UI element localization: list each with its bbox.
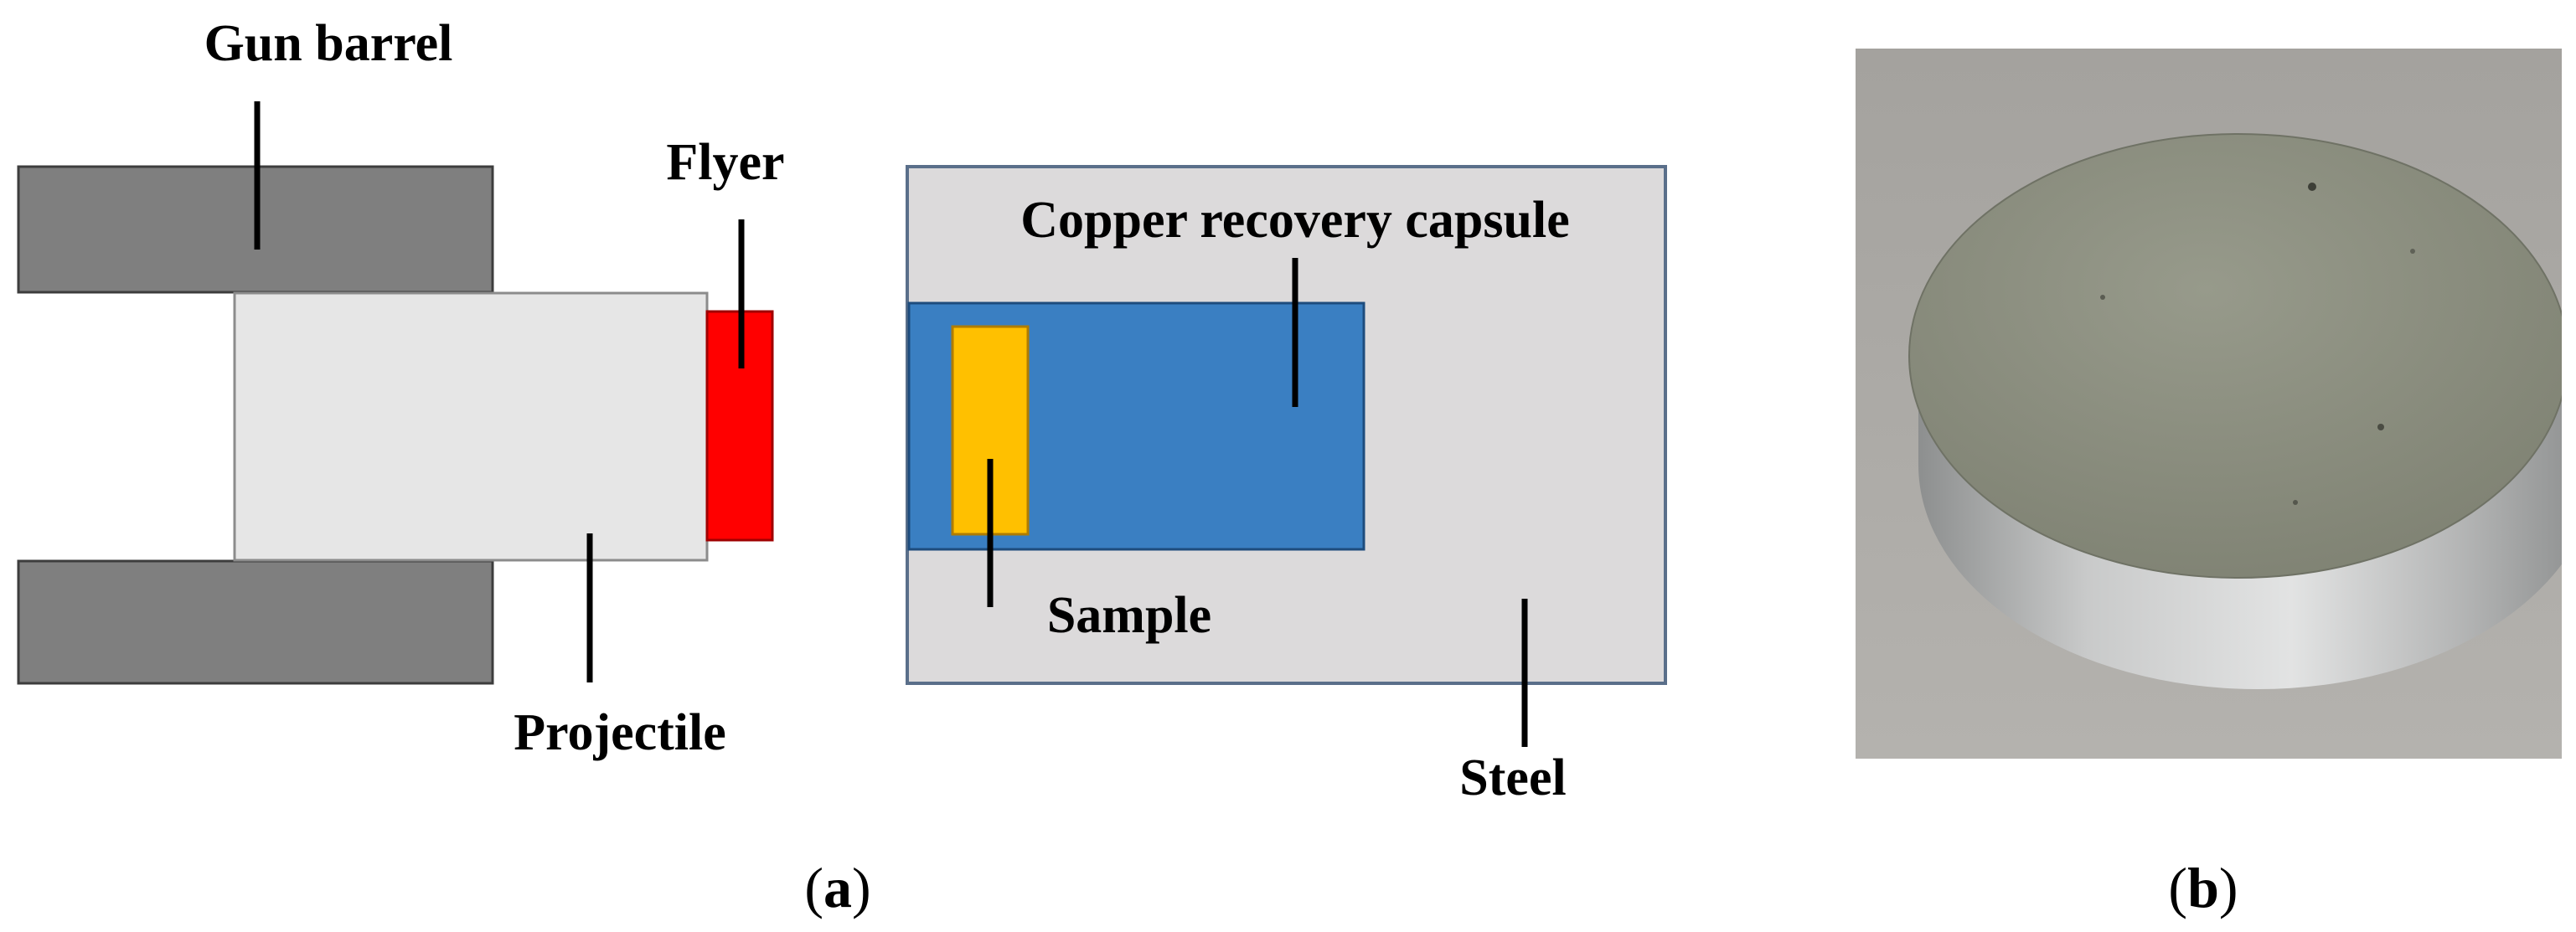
flyer-label: Flyer	[666, 134, 784, 191]
panel-a-caption-letter: a	[823, 856, 852, 919]
panel-b-caption-open: (	[2168, 856, 2187, 919]
panel-a-caption-open: (	[804, 856, 823, 919]
disc-top-surface	[1908, 133, 2562, 579]
surface-speck	[2308, 183, 2316, 191]
surface-speck	[2100, 295, 2105, 300]
projectile	[233, 291, 709, 562]
panel-b-caption-close: )	[2219, 856, 2238, 919]
sample-label: Sample	[1047, 587, 1211, 644]
surface-speck	[2293, 500, 2298, 505]
copper-recovery-capsule-label: Copper recovery capsule	[1020, 192, 1569, 249]
panel-a: Gun barrel Flyer Copper recovery capsule…	[17, 15, 1667, 919]
steel-label: Steel	[1459, 749, 1566, 806]
panel-b-caption: (b)	[2168, 856, 2238, 919]
gun-barrel-bottom	[17, 559, 494, 685]
projectile-label: Projectile	[514, 704, 726, 761]
surface-speck	[2377, 424, 2384, 430]
panel-b: (b)	[1856, 49, 2562, 919]
surface-speck	[2410, 249, 2415, 254]
panel-b-caption-letter: b	[2187, 856, 2219, 919]
panel-a-caption-close: )	[852, 856, 871, 919]
gun-barrel-label: Gun barrel	[204, 15, 453, 72]
panel-a-caption: (a)	[804, 856, 870, 919]
